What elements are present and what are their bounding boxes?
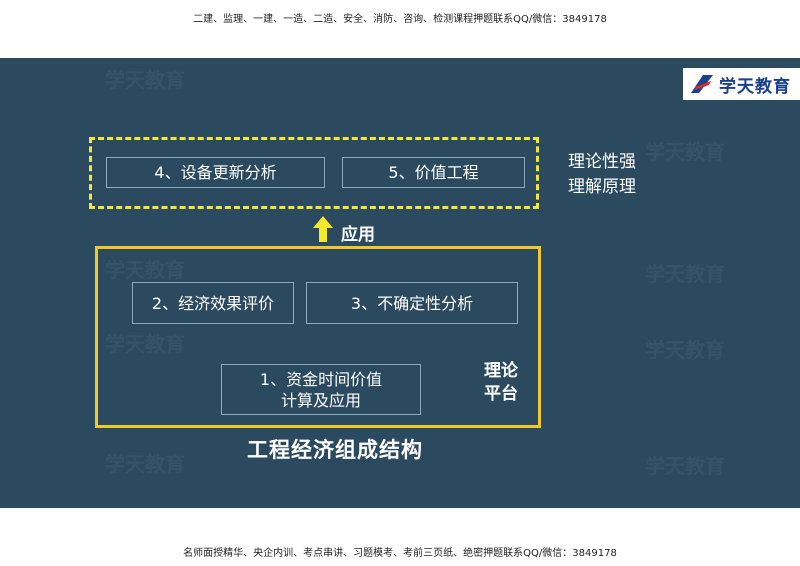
platform-label: 理论 平台 <box>484 360 518 406</box>
box-time-value-line2: 计算及应用 <box>280 390 361 410</box>
logo-mark-icon <box>691 75 713 93</box>
watermark: 学天教育 <box>105 68 185 92</box>
slide: 学天教育 学天教育 学天教育 学天教育 学天教育 学天教育 学天教育 学天教育 … <box>0 58 800 508</box>
watermark: 学天教育 <box>645 262 725 286</box>
right-note-line1: 理论性强 <box>568 152 636 172</box>
right-note: 理论性强 理解原理 <box>568 150 636 200</box>
apply-label: 应用 <box>341 225 375 245</box>
box-equipment-renewal: 4、设备更新分析 <box>106 157 325 188</box>
brand-logo: 学天教育 <box>683 68 800 100</box>
bottom-banner-text: 名师面授精华、央企内训、考点串讲、习题模考、考前三页纸、绝密押题联系QQ/微信：… <box>183 548 617 559</box>
box-time-value-of-money: 1、资金时间价值 计算及应用 <box>221 364 421 415</box>
box-uncertainty-analysis: 3、不确定性分析 <box>306 282 518 324</box>
bottom-banner: 名师面授精华、央企内训、考点串讲、习题模考、考前三页纸、绝密押题联系QQ/微信：… <box>0 508 800 566</box>
box-economic-evaluation: 2、经济效果评价 <box>132 282 294 324</box>
box-time-value-line1: 1、资金时间价值 <box>259 369 383 389</box>
theory-platform-group <box>95 246 541 428</box>
watermark: 学天教育 <box>645 338 725 362</box>
top-banner: 二建、监理、一建、一造、二造、安全、消防、咨询、检测课程押题联系QQ/微信：38… <box>0 0 800 58</box>
watermark: 学天教育 <box>645 140 725 164</box>
right-note-line2: 理解原理 <box>568 177 636 197</box>
application-group <box>89 137 539 209</box>
diagram-title: 工程经济组成结构 <box>247 438 423 462</box>
platform-label-line2: 平台 <box>484 384 518 404</box>
logo-text: 学天教育 <box>719 76 791 97</box>
box-value-engineering: 5、价值工程 <box>342 157 525 188</box>
up-arrow-icon <box>313 216 333 242</box>
platform-label-line1: 理论 <box>484 361 518 381</box>
top-banner-text: 二建、监理、一建、一造、二造、安全、消防、咨询、检测课程押题联系QQ/微信：38… <box>193 14 607 25</box>
